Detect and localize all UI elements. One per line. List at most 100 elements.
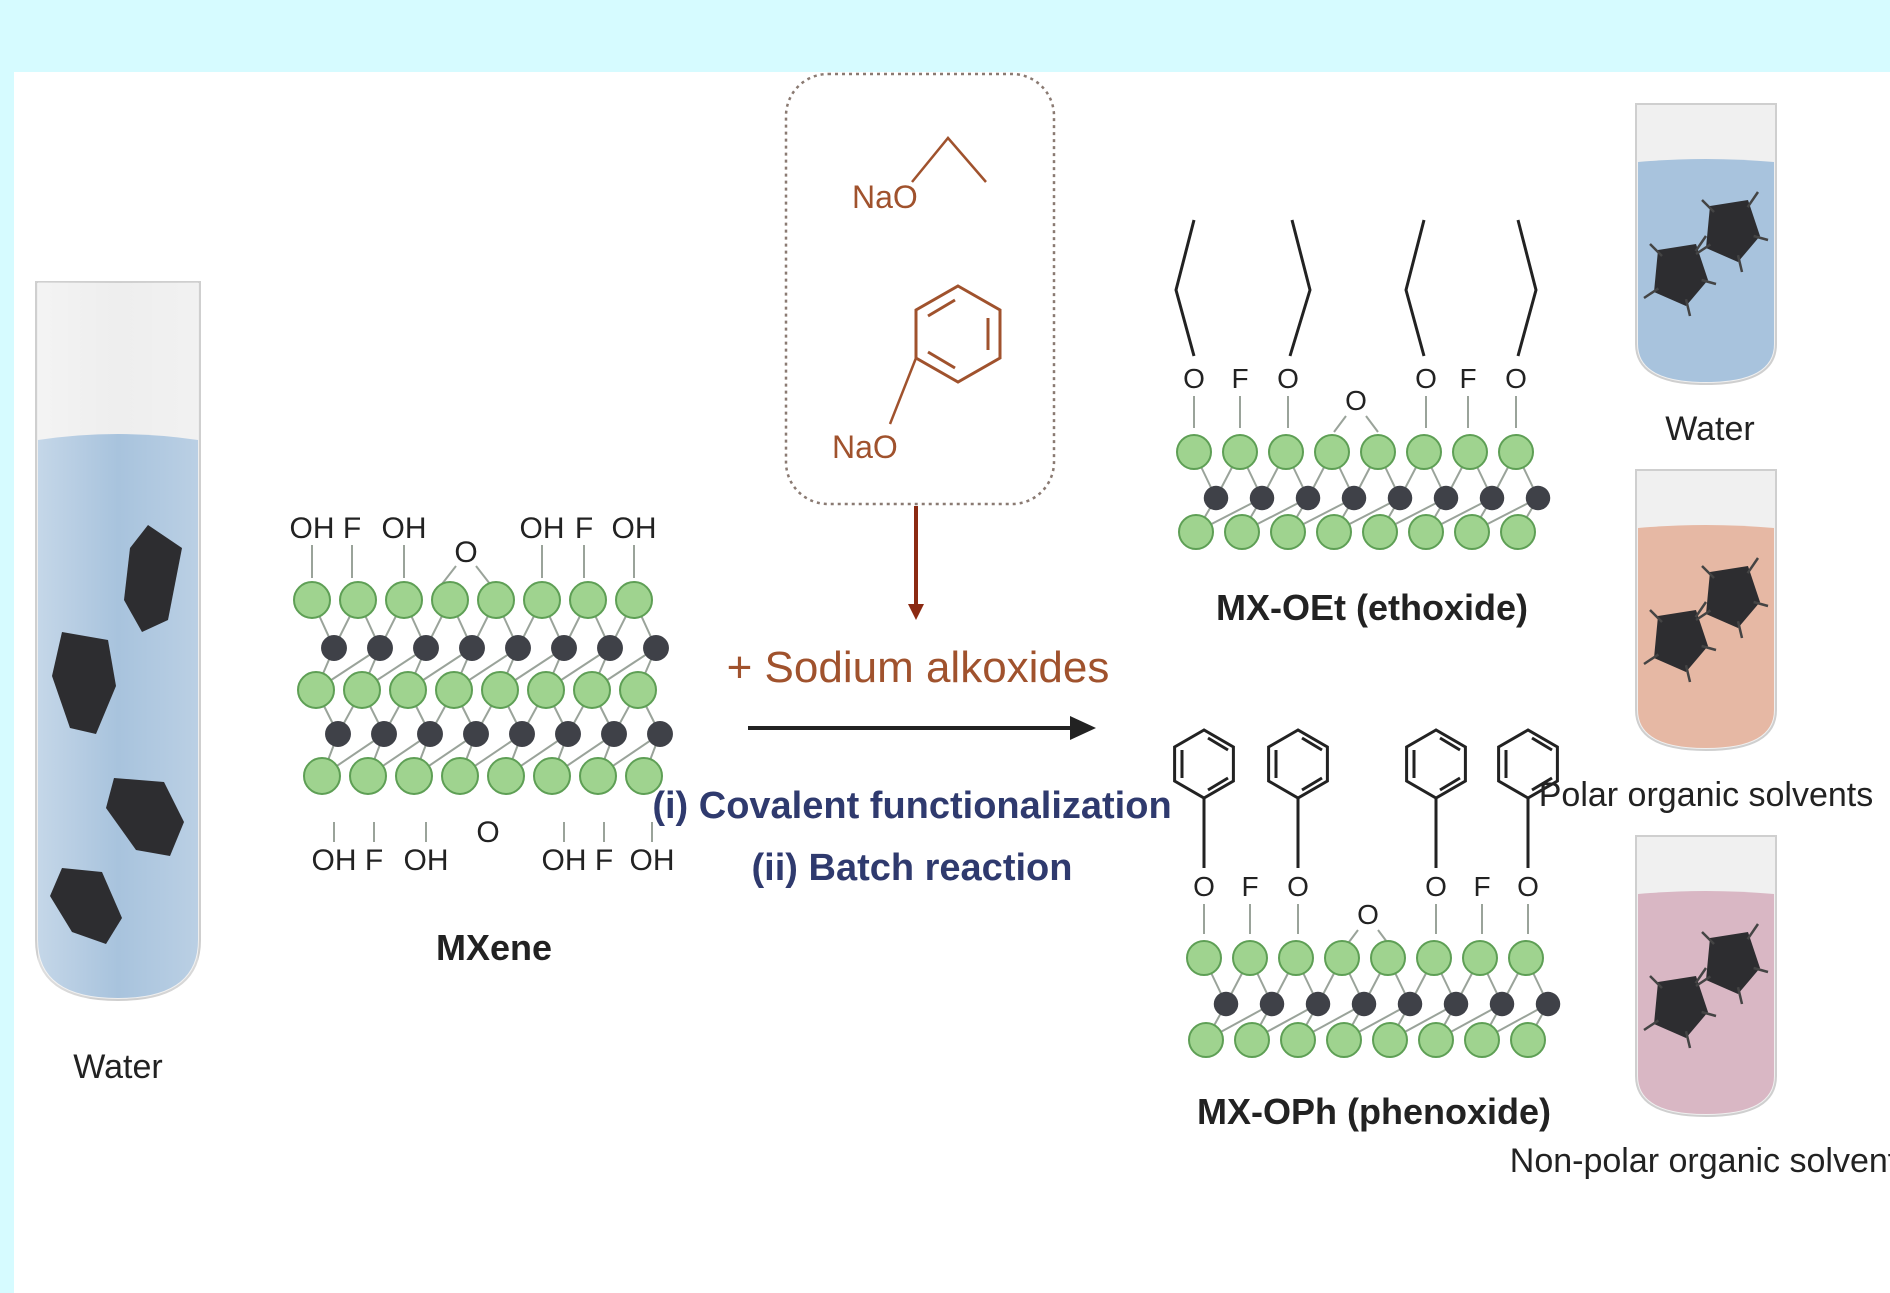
ethyl-chain xyxy=(1288,219,1312,357)
flake-ligand xyxy=(1694,601,1708,618)
flake-ligand xyxy=(1736,986,1744,1005)
solvent-vial-label: Polar organic solvents xyxy=(1539,776,1874,814)
oet-label: O xyxy=(1505,363,1527,394)
carbon-atom xyxy=(555,721,581,747)
functionalized-flake xyxy=(1706,200,1760,262)
metal-atom xyxy=(579,757,617,795)
carbon-atom xyxy=(647,721,673,747)
metal-atom xyxy=(1232,940,1268,976)
flake-ligand xyxy=(1643,1019,1660,1032)
oph-label: F xyxy=(1241,871,1258,902)
carbon-atom xyxy=(321,635,347,661)
metal-atom xyxy=(487,757,525,795)
carbon-atom xyxy=(1535,991,1561,1017)
flake-ligand xyxy=(1694,967,1708,984)
ethoxide-bond-lines xyxy=(911,136,987,183)
ring-double-bond xyxy=(1439,736,1461,752)
flake-ligand xyxy=(1684,298,1692,317)
mxene-top-label: F xyxy=(343,512,361,545)
metal-atom xyxy=(523,581,561,619)
flake-ligand xyxy=(1746,191,1760,208)
mxene-bottom-label: O xyxy=(476,816,499,849)
metal-atom xyxy=(1314,434,1350,470)
carbon-atom xyxy=(1479,485,1505,511)
phenoxide-ring xyxy=(914,284,1002,384)
ethoxide-na-label: NaO xyxy=(852,179,918,215)
metal-atom xyxy=(1498,434,1534,470)
oph-label: O xyxy=(1193,871,1215,902)
reaction-arrowhead xyxy=(1070,716,1096,740)
metal-atom xyxy=(1406,434,1442,470)
oph-phenyl-rings xyxy=(1173,728,1559,868)
oet-labels: O F O O O F O xyxy=(1183,363,1527,416)
metal-atom xyxy=(619,671,657,709)
metal-atom xyxy=(481,671,519,709)
flake-ligand xyxy=(1746,923,1760,940)
metal-atom xyxy=(1324,940,1360,976)
flake-ligand xyxy=(1684,1030,1692,1049)
oet-label: F xyxy=(1459,363,1476,394)
ethyl-chain xyxy=(1404,219,1426,357)
metal-atom xyxy=(349,757,387,795)
flake-ligand xyxy=(1649,243,1663,257)
metal-atom xyxy=(477,581,515,619)
metal-atom xyxy=(1234,1022,1270,1058)
carbon-atom xyxy=(509,721,535,747)
flake-ligand xyxy=(1684,664,1692,683)
carbon-atom xyxy=(1433,485,1459,511)
mxene-top-label: OH xyxy=(382,512,427,545)
carbon-atom xyxy=(1351,991,1377,1017)
functionalized-flake xyxy=(1654,244,1708,306)
water-vial-left xyxy=(35,281,201,1002)
flake-ligand xyxy=(1701,931,1715,945)
carbon-atom xyxy=(1489,991,1515,1017)
mxene-bottom-label: F xyxy=(365,844,383,877)
metal-atom xyxy=(1178,514,1214,550)
flake-ligand xyxy=(1649,975,1663,989)
mxene-bottom-labels: OH F OH O OH F OH xyxy=(312,816,675,877)
termination-bond xyxy=(475,565,491,585)
ethyl-chain xyxy=(1516,219,1538,357)
flake-ligand xyxy=(1701,565,1715,579)
phenoxide-o-bond xyxy=(888,357,918,425)
carbon-atom xyxy=(459,635,485,661)
carbon-atom xyxy=(1387,485,1413,511)
flake-ligand xyxy=(1643,653,1660,666)
mxene-title: MXene xyxy=(436,927,552,968)
mxene-bottom-label: OH xyxy=(404,844,449,877)
carbon-atom xyxy=(1259,991,1285,1017)
oph-label: F xyxy=(1473,871,1490,902)
mxene-lattice xyxy=(293,545,673,842)
termination-bond xyxy=(1365,415,1379,433)
metal-atom xyxy=(293,581,331,619)
carbon-atom xyxy=(413,635,439,661)
flake-ligand xyxy=(1643,287,1660,300)
carbon-atom xyxy=(597,635,623,661)
metal-atom xyxy=(431,581,469,619)
metal-atom xyxy=(1222,434,1258,470)
metal-atom xyxy=(1408,514,1444,550)
oet-label: O xyxy=(1277,363,1299,394)
mxene-top-label: O xyxy=(454,536,477,569)
flake-shape xyxy=(106,778,184,856)
oet-label: O xyxy=(1415,363,1437,394)
solvent-vial-label: Water xyxy=(1665,410,1754,448)
mxene-top-label: OH xyxy=(290,512,335,545)
carbon-atom xyxy=(551,635,577,661)
metal-atom xyxy=(1224,514,1260,550)
carbon-atom xyxy=(1525,485,1551,511)
metal-atom xyxy=(1370,940,1406,976)
flake-shape xyxy=(52,632,116,734)
metal-atom xyxy=(615,581,653,619)
solvent-vials xyxy=(1635,103,1777,1118)
mxene-top-label: F xyxy=(575,512,593,545)
functionalized-flake xyxy=(1654,610,1708,672)
metal-atom xyxy=(1326,1022,1362,1058)
sodium-alkoxides-label: + Sodium alkoxides xyxy=(727,643,1110,692)
metal-atom xyxy=(625,757,663,795)
ring-double-bond xyxy=(1301,736,1323,752)
reagent-box-border xyxy=(784,72,1056,506)
mxene-bottom-label: OH xyxy=(312,844,357,877)
carbon-atom xyxy=(1249,485,1275,511)
